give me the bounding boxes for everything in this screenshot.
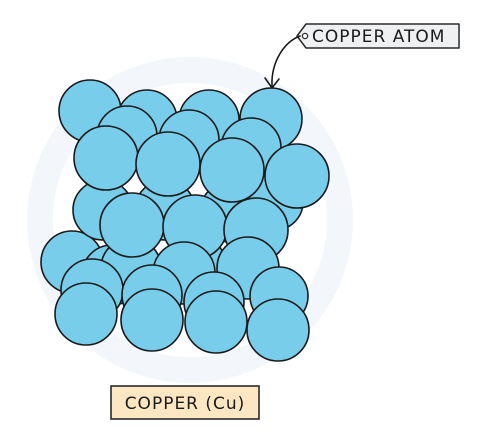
copper-atom xyxy=(73,125,139,191)
caption-box: COPPER (Cu) xyxy=(110,385,260,420)
copper-atom xyxy=(135,131,201,197)
copper-atom xyxy=(120,288,184,352)
copper-atom-tag: COPPER ATOM xyxy=(296,23,460,49)
caption-label: COPPER (Cu) xyxy=(125,394,246,414)
watermark xyxy=(27,57,353,383)
copper-atom xyxy=(246,298,310,362)
copper-atom xyxy=(99,192,165,258)
copper-atom xyxy=(54,282,118,346)
tag-shape xyxy=(296,23,460,49)
tag-hole xyxy=(301,32,309,40)
copper-atom-label: COPPER ATOM xyxy=(312,27,445,47)
pointer-arrow xyxy=(264,35,301,89)
copper-atom xyxy=(199,137,265,203)
copper-atom xyxy=(264,143,330,209)
atom-lattice xyxy=(40,79,330,362)
copper-atom xyxy=(184,290,248,354)
